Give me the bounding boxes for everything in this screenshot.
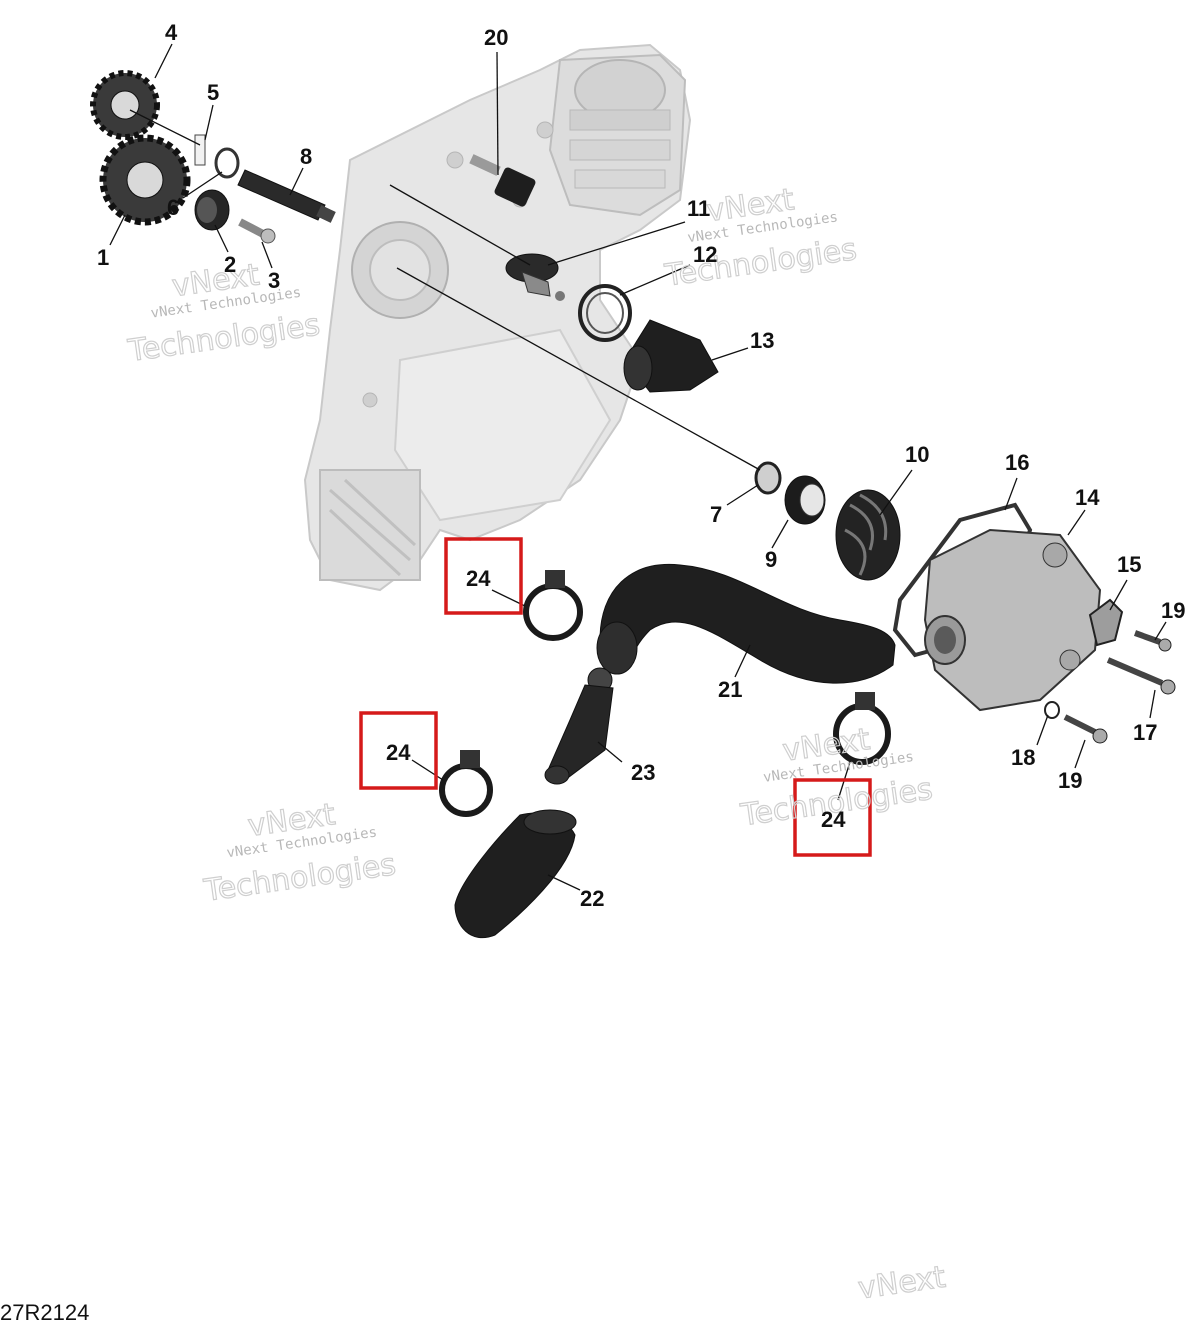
bushing-2 xyxy=(194,189,230,231)
seal-7 xyxy=(754,461,782,495)
callout-7: 7 xyxy=(710,502,722,527)
impeller-10 xyxy=(835,489,901,581)
callout-1: 1 xyxy=(97,245,109,270)
callout-3: 3 xyxy=(268,268,280,293)
callout-24-left: 24 xyxy=(386,740,411,765)
leader-lines xyxy=(109,43,1167,891)
callout-11: 11 xyxy=(687,196,710,221)
gear-4 xyxy=(90,70,160,140)
pin-5 xyxy=(194,134,206,166)
watermark-line2: vNext xyxy=(856,1260,948,1307)
callout-22: 22 xyxy=(580,886,604,911)
pump-housing-14 xyxy=(923,528,1102,712)
callout-13: 13 xyxy=(750,328,774,353)
bolt-17 xyxy=(1106,657,1176,695)
callout-18: 18 xyxy=(1011,745,1035,770)
washer-6 xyxy=(214,147,240,179)
callout-5: 5 xyxy=(207,80,219,105)
highlight-box-24-top xyxy=(444,537,523,615)
hose-21 xyxy=(596,563,896,684)
clamp-24-right xyxy=(833,692,891,765)
o-ring-18 xyxy=(1044,701,1060,719)
callout-12: 12 xyxy=(693,242,717,267)
diagram-code: 27R2124 xyxy=(0,1300,89,1325)
nut-15 xyxy=(1088,598,1124,647)
callout-14: 14 xyxy=(1075,485,1100,510)
callout-6: 6 xyxy=(167,195,179,220)
callout-23: 23 xyxy=(631,760,655,785)
callout-24-right: 24 xyxy=(821,807,846,832)
callout-2: 2 xyxy=(224,252,236,277)
thermostat-11 xyxy=(505,253,565,301)
callout-17: 17 xyxy=(1133,720,1157,745)
clamp-24-left xyxy=(439,750,493,817)
callout-19-upper: 19 xyxy=(1161,598,1185,623)
bolt-19-upper xyxy=(1133,630,1172,652)
gear-1 xyxy=(99,134,191,226)
callout-8: 8 xyxy=(300,144,312,169)
callout-10: 10 xyxy=(905,442,929,467)
callout-19-lower: 19 xyxy=(1058,768,1082,793)
elbow-hose-13 xyxy=(623,319,719,393)
callouts: 4 5 8 6 1 2 3 20 11 12 13 10 16 14 7 9 1… xyxy=(97,20,1185,911)
hose-22 xyxy=(454,809,577,939)
clamp-24-top xyxy=(523,570,583,641)
callout-15: 15 xyxy=(1117,552,1141,577)
bolt-3 xyxy=(238,218,276,244)
callout-21: 21 xyxy=(718,677,742,702)
highlight-boxes xyxy=(359,537,872,857)
callout-4: 4 xyxy=(165,20,178,45)
bolt-19-lower xyxy=(1063,714,1108,744)
sensor-20 xyxy=(469,154,536,207)
parts xyxy=(90,70,1176,939)
o-ring-12 xyxy=(578,284,632,342)
callout-24-top: 24 xyxy=(466,566,491,591)
highlight-box-24-left xyxy=(359,711,438,790)
callout-9: 9 xyxy=(765,547,777,572)
highlight-box-24-right xyxy=(793,778,872,857)
fitting-23 xyxy=(544,667,614,785)
seal-9 xyxy=(784,475,826,525)
callout-20: 20 xyxy=(484,25,508,50)
callout-16: 16 xyxy=(1005,450,1029,475)
shaft-8 xyxy=(237,169,336,223)
